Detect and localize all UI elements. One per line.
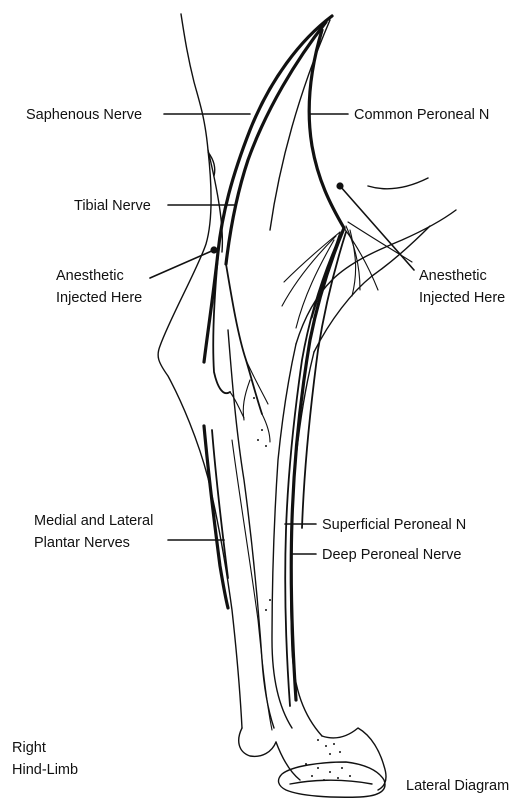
limb-outline — [158, 14, 456, 797]
leader-anesthetic-left — [150, 250, 214, 278]
label-tibial-nerve: Tibial Nerve — [74, 198, 151, 214]
label-plantar-1: Medial and Lateral — [34, 513, 153, 529]
label-hind-limb: Hind-Limb — [12, 762, 78, 778]
label-deep-peroneal: Deep Peroneal Nerve — [322, 547, 461, 563]
label-anesthetic-right-2: Injected Here — [419, 290, 505, 306]
labels: Saphenous Nerve Common Peroneal N Tibial… — [12, 107, 509, 794]
label-plantar-2: Plantar Nerves — [34, 535, 130, 551]
stipple-dots — [253, 397, 351, 781]
label-saphenous-nerve: Saphenous Nerve — [26, 107, 142, 123]
nerves — [204, 16, 346, 730]
label-anesthetic-left-1: Anesthetic — [56, 268, 124, 284]
label-lateral-diagram: Lateral Diagram — [406, 778, 509, 794]
label-anesthetic-right-1: Anesthetic — [419, 268, 487, 284]
label-anesthetic-left-2: Injected Here — [56, 290, 142, 306]
label-right: Right — [12, 740, 46, 756]
leader-lines — [150, 114, 414, 554]
label-common-peroneal: Common Peroneal N — [354, 107, 489, 123]
label-superficial-peroneal: Superficial Peroneal N — [322, 517, 466, 533]
leader-anesthetic-right — [340, 186, 414, 270]
